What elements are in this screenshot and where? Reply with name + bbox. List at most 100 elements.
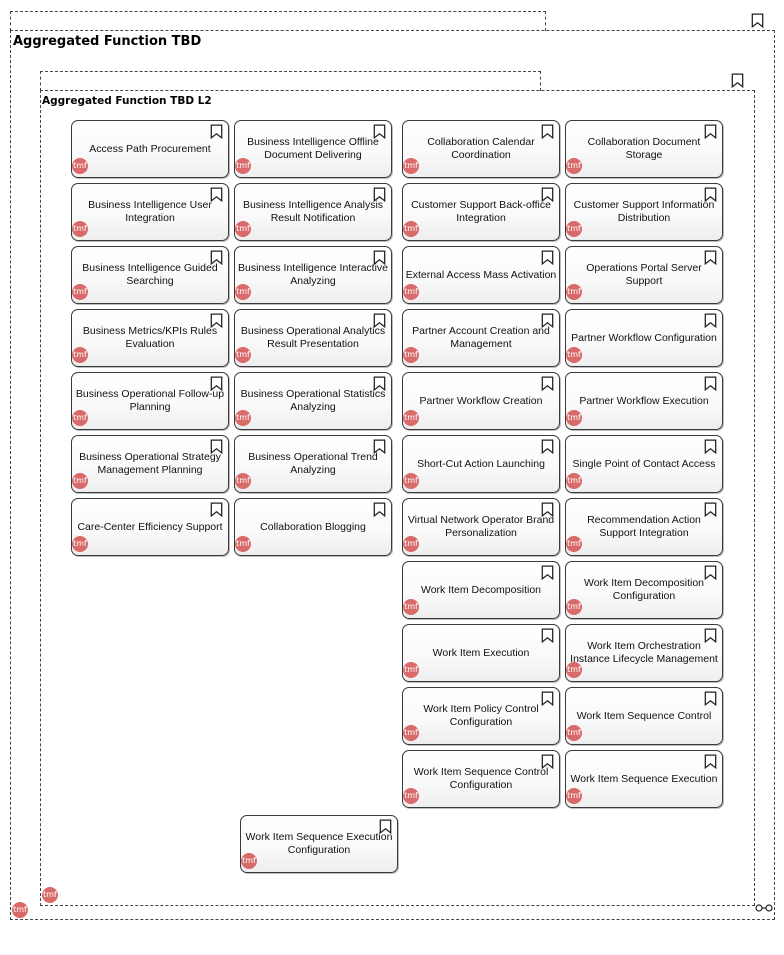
bookmark-icon [704,376,717,391]
tmf-badge: tmf [235,221,251,237]
function-box[interactable]: Business Intelligence Interactive Analyz… [234,246,392,304]
inner-bookmark-icon [731,73,744,88]
bookmark-icon [541,187,554,202]
bookmark-icon [373,250,386,265]
function-box[interactable]: Customer Support Information Distributio… [565,183,723,241]
function-box[interactable]: Collaboration Calendar Coordination tmf [402,120,560,178]
function-box[interactable]: Business Intelligence Offline Document D… [234,120,392,178]
function-box[interactable]: Customer Support Back-office Integration… [402,183,560,241]
bookmark-icon [541,754,554,769]
tmf-badge: tmf [72,410,88,426]
function-box[interactable]: Recommendation Action Support Integratio… [565,498,723,556]
bookmark-icon [541,313,554,328]
function-box[interactable]: Business Operational Analytics Result Pr… [234,309,392,367]
bookmark-icon [210,439,223,454]
function-box[interactable]: Work Item Sequence Execution Configurati… [240,815,398,873]
function-box[interactable]: Business Operational Strategy Management… [71,435,229,493]
bookmark-icon [210,124,223,139]
tmf-badge: tmf [235,473,251,489]
bookmark-icon [541,250,554,265]
function-box[interactable]: Virtual Network Operator Brand Personali… [402,498,560,556]
function-label: Work Item Sequence Execution Configurati… [245,831,393,856]
inner-frame-tab [40,71,541,91]
function-box[interactable]: Business Intelligence Analysis Result No… [234,183,392,241]
tmf-badge: tmf [403,158,419,174]
tmf-badge: tmf [72,221,88,237]
tmf-badge: tmf [566,599,582,615]
tmf-badge: tmf [566,473,582,489]
bookmark-icon [373,376,386,391]
function-label: Business Operational Trend Analyzing [248,451,378,476]
function-label: Partner Workflow Configuration [571,331,717,344]
function-label: Work Item Sequence Control [576,709,712,722]
function-box[interactable]: Collaboration Document Storage tmf [565,120,723,178]
function-label: Work Item Decomposition Configuration [583,577,704,602]
inner-frame [40,90,755,906]
tmf-badge: tmf [403,536,419,552]
function-label: Collaboration Calendar Coordination [427,136,535,161]
tmf-badge: tmf [566,221,582,237]
function-label: Work Item Policy Control Configuration [423,703,539,728]
bookmark-icon [704,313,717,328]
outer-tmf-badge: tmf [12,902,28,918]
function-label: Business Intelligence Guided Searching [82,262,218,287]
function-box[interactable]: Work Item Sequence Control Configuration… [402,750,560,808]
bookmark-icon [210,313,223,328]
link-icon [755,904,773,912]
function-box[interactable]: Work Item Orchestration Instance Lifecyc… [565,624,723,682]
function-box[interactable]: Business Operational Statistics Analyzin… [234,372,392,430]
function-label: Virtual Network Operator Brand Personali… [407,514,555,539]
tmf-badge: tmf [566,536,582,552]
bookmark-icon [210,187,223,202]
tmf-badge: tmf [566,158,582,174]
function-label: Business Operational Analytics Result Pr… [240,325,386,350]
function-label: Business Operational Statistics Analyzin… [240,388,386,413]
function-label: Work Item Orchestration Instance Lifecyc… [570,640,718,665]
function-label: Care-Center Efficiency Support [77,520,223,533]
bookmark-icon [210,502,223,517]
bookmark-icon [541,565,554,580]
function-label: Partner Workflow Execution [579,394,709,407]
function-label: Recommendation Action Support Integratio… [587,514,701,539]
bookmark-icon [373,502,386,517]
bookmark-icon [541,124,554,139]
bookmark-icon [210,376,223,391]
bookmark-icon [210,250,223,265]
tmf-badge: tmf [235,536,251,552]
function-box[interactable]: Work Item Sequence Control tmf [565,687,723,745]
tmf-badge: tmf [566,347,582,363]
function-label: Business Intelligence Analysis Result No… [242,199,384,224]
bookmark-icon [379,819,392,834]
function-label: Short-Cut Action Launching [417,457,545,470]
tmf-badge: tmf [566,725,582,741]
bookmark-icon [541,439,554,454]
bookmark-icon [373,439,386,454]
tmf-badge: tmf [403,347,419,363]
inner-frame-title: Aggregated Function TBD L2 [42,95,212,107]
function-label: Business Intelligence Interactive Analyz… [238,262,388,287]
tmf-badge: tmf [403,725,419,741]
function-label: Business Metrics/KPIs Rules Evaluation [82,325,218,350]
function-box[interactable]: Partner Workflow Configuration tmf [565,309,723,367]
function-label: Collaboration Document Storage [587,136,701,161]
